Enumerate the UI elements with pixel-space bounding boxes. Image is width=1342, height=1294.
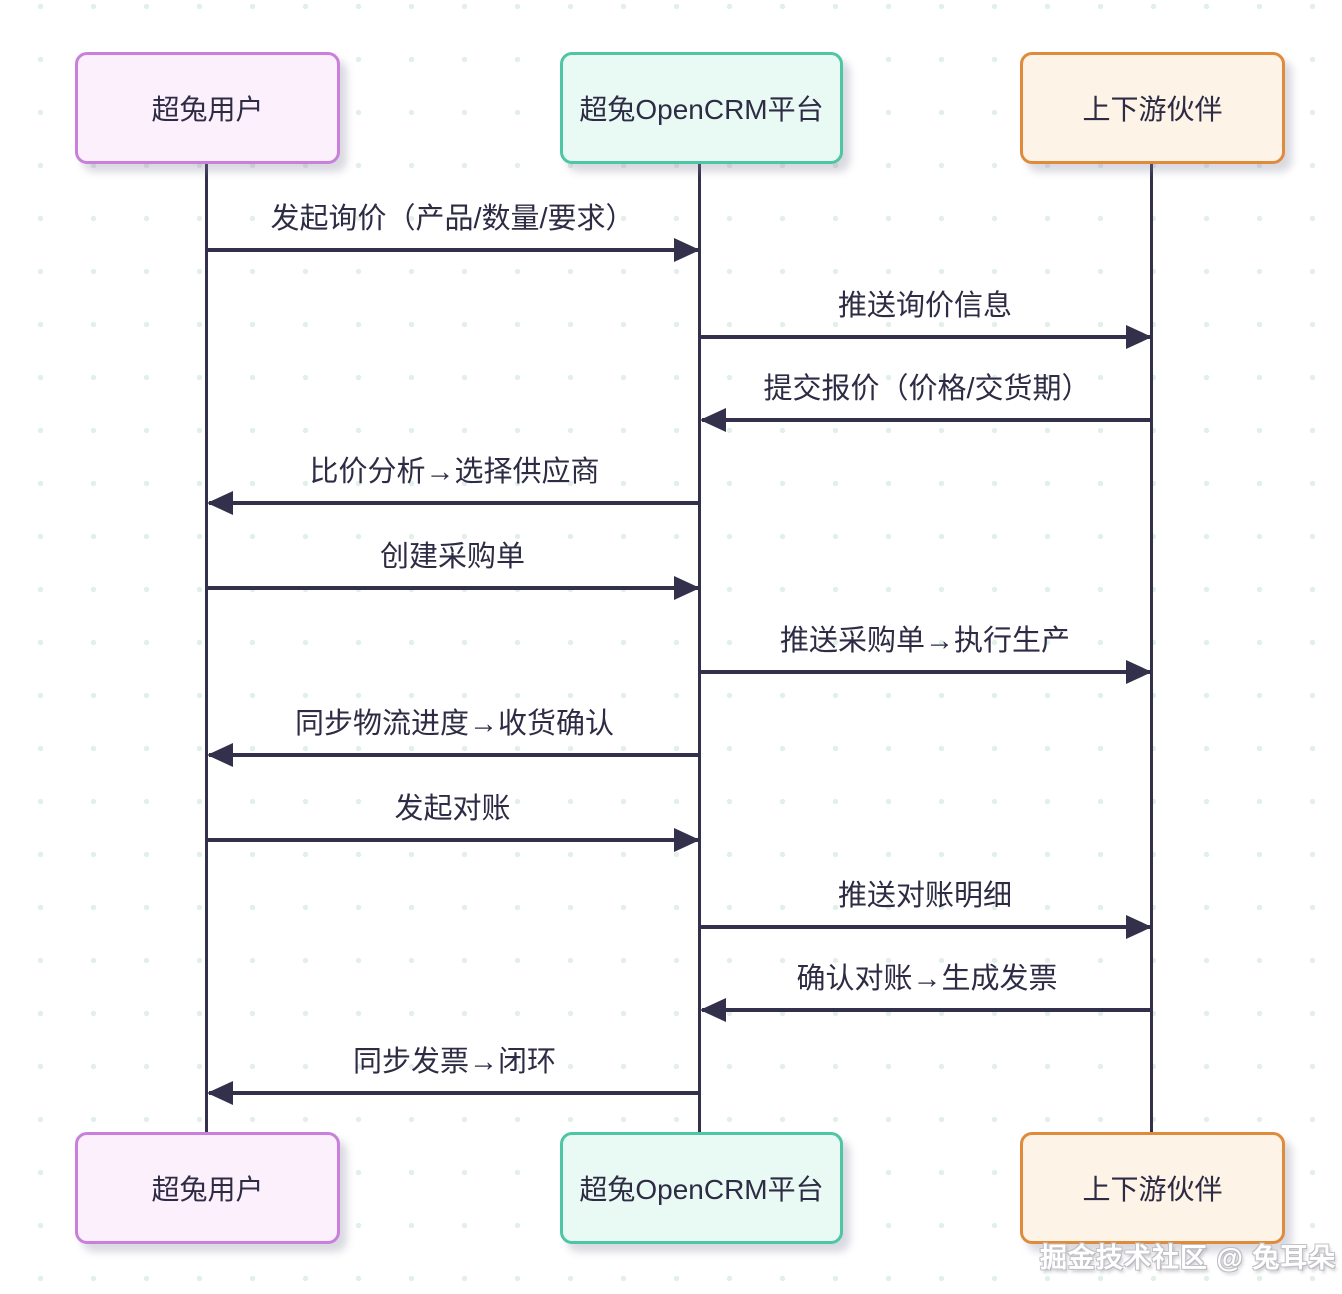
arrowhead-right-icon — [674, 576, 700, 600]
message-row-4: 比价分析→选择供应商 — [207, 451, 700, 515]
message-label: 同步物流进度→收货确认 — [294, 708, 614, 740]
arrowhead-right-icon — [1126, 915, 1152, 939]
message-row-3: 提交报价（价格/交货期） — [700, 368, 1152, 432]
message-row-8: 发起对账 — [207, 788, 700, 852]
arrow-line — [700, 998, 1152, 1022]
arrowhead-right-icon — [674, 238, 700, 262]
arrow-line — [700, 325, 1152, 349]
actor-platform-label: 超兔OpenCRM平台 — [579, 94, 824, 125]
arrow-line — [700, 660, 1152, 684]
arrow-line — [207, 238, 700, 262]
actor-user-bottom: 超兔用户 — [75, 1132, 340, 1244]
message-row-6: 推送采购单→执行生产 — [700, 620, 1152, 684]
arrowhead-left-icon — [207, 743, 233, 767]
arrow-line — [207, 491, 700, 515]
message-label: 确认对账→生成发票 — [796, 963, 1058, 995]
message-label: 发起对账 — [394, 793, 511, 825]
arrow-line — [207, 576, 700, 600]
actor-platform-top: 超兔OpenCRM平台 — [560, 52, 843, 164]
arrow-line — [207, 1081, 700, 1105]
actor-partner-bottom: 上下游伙伴 — [1020, 1132, 1285, 1244]
arrowhead-left-icon — [207, 1081, 233, 1105]
message-row-11: 同步发票→闭环 — [207, 1041, 700, 1105]
message-label: 发起询价（产品/数量/要求） — [270, 203, 635, 235]
arrowhead-left-icon — [700, 998, 726, 1022]
watermark: 掘金技术社区 @ 兔耳朵 — [1040, 1243, 1337, 1273]
arrowhead-right-icon — [674, 828, 700, 852]
message-label: 推送对账明细 — [837, 880, 1012, 912]
message-label: 提交报价（价格/交货期） — [763, 373, 1091, 405]
message-label: 同步发票→闭环 — [352, 1046, 556, 1078]
message-label: 比价分析→选择供应商 — [309, 456, 600, 488]
message-row-10: 确认对账→生成发票 — [700, 958, 1152, 1022]
message-row-1: 发起询价（产品/数量/要求） — [207, 198, 700, 262]
arrow-line — [700, 408, 1152, 432]
actor-platform-bottom: 超兔OpenCRM平台 — [560, 1132, 843, 1244]
actor-user-label: 超兔用户 — [151, 1174, 264, 1205]
message-label: 推送询价信息 — [837, 290, 1012, 322]
lifeline-platform — [698, 164, 701, 1134]
actor-partner-label: 上下游伙伴 — [1082, 94, 1223, 125]
arrow-line — [207, 828, 700, 852]
lifeline-user — [205, 164, 208, 1134]
actor-partner-top: 上下游伙伴 — [1020, 52, 1285, 164]
arrow-line — [207, 743, 700, 767]
arrowhead-right-icon — [1126, 660, 1152, 684]
actor-user-label: 超兔用户 — [151, 94, 264, 125]
arrowhead-left-icon — [207, 491, 233, 515]
actor-partner-label: 上下游伙伴 — [1082, 1174, 1223, 1205]
arrow-line — [700, 915, 1152, 939]
message-row-5: 创建采购单 — [207, 536, 700, 600]
message-row-9: 推送对账明细 — [700, 875, 1152, 939]
actor-user-top: 超兔用户 — [75, 52, 340, 164]
message-row-2: 推送询价信息 — [700, 285, 1152, 349]
message-row-7: 同步物流进度→收货确认 — [207, 703, 700, 767]
lifeline-partner — [1150, 164, 1153, 1134]
message-label: 推送采购单→执行生产 — [779, 625, 1070, 657]
actor-platform-label: 超兔OpenCRM平台 — [579, 1174, 824, 1205]
arrowhead-right-icon — [1126, 325, 1152, 349]
arrowhead-left-icon — [700, 408, 726, 432]
message-label: 创建采购单 — [379, 541, 525, 573]
